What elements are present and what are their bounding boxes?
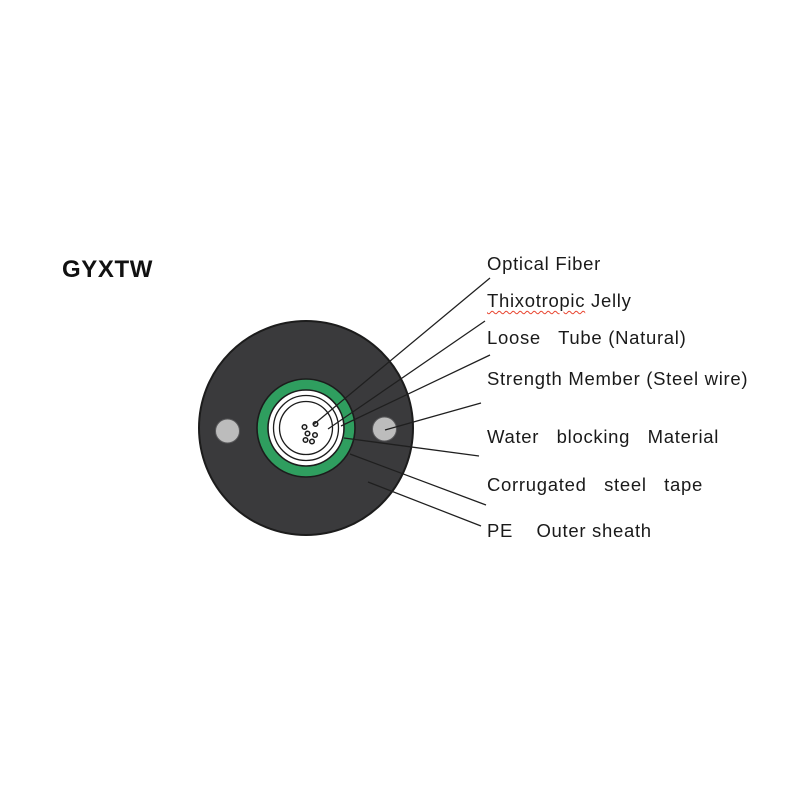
label-pe-outer-sheath: PE Outer sheath [487, 521, 652, 540]
label-text: Strength Member (Steel wire) [487, 368, 749, 389]
leader-line-pe-outer-sheath [367, 481, 482, 527]
optical-fiber-dot [312, 420, 319, 428]
label-water-blocking-material: Water blocking Material [487, 427, 719, 446]
label-text: Loose Tube (Natural) [487, 327, 687, 348]
label-corrugated-steel-tape: Corrugated steel tape [487, 475, 703, 494]
leader-line-thixotropic-jelly [327, 320, 486, 430]
label-optical-fiber: Optical Fiber [487, 254, 601, 273]
optical-fiber-dot [308, 438, 316, 445]
optical-fiber-dot [302, 436, 309, 444]
label-text: Optical Fiber [487, 253, 601, 274]
leader-line-optical-fiber [312, 277, 491, 426]
label-text: Corrugated steel tape [487, 474, 703, 495]
label-text: Water blocking Material [487, 426, 720, 447]
optical-fiber-dot [301, 423, 308, 431]
optical-fiber-dot [311, 431, 319, 439]
optical-fiber-dot [304, 430, 311, 437]
leader-line-corrugated-steel-tape [349, 453, 487, 506]
leader-line-strength-member [384, 402, 482, 431]
label-text: PE Outer sheath [487, 520, 652, 541]
label-text: Jelly [585, 290, 632, 311]
cable-model-title: GYXTW [62, 256, 153, 283]
steel-wire-left [215, 418, 240, 444]
misspelled-word: Thixotropic [487, 290, 586, 311]
leader-line-loose-tube [340, 354, 491, 427]
label-loose-tube: Loose Tube (Natural) [487, 328, 686, 347]
label-strength-member: Strength Member (Steel wire) [487, 369, 748, 388]
leader-line-water-blocking-material [343, 437, 480, 457]
label-thixotropic-jelly: Thixotropic Jelly [487, 291, 632, 310]
steel-wire-right [372, 416, 397, 442]
